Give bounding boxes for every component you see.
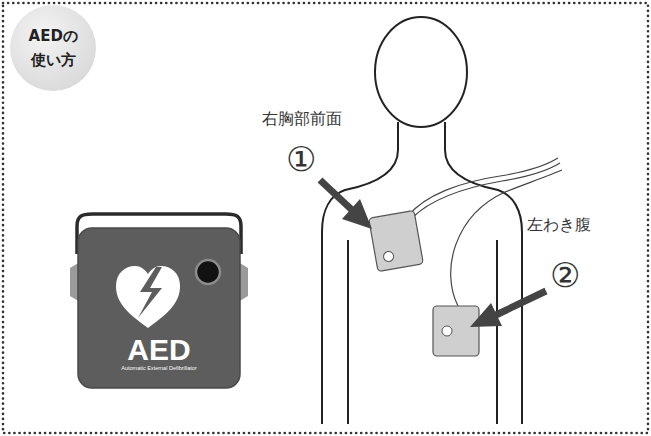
dotted-frame: [3, 3, 648, 433]
device-logo: AED: [127, 334, 190, 366]
head: [375, 17, 467, 127]
aed-device: AEDAutomatic External Defibrillator: [68, 210, 250, 390]
arrow-1-shaft: [320, 180, 352, 210]
title-badge: AEDの 使い方: [10, 5, 96, 91]
callout-number: ①: [286, 142, 316, 176]
wire: [412, 163, 560, 218]
arrow-2-shaft: [496, 291, 546, 315]
badge-title: AEDの 使い方: [22, 24, 84, 72]
wire: [408, 158, 558, 216]
left-arm-line: [347, 240, 349, 424]
pad-2: [433, 306, 479, 356]
wire: [451, 170, 562, 306]
left-body-line: [322, 122, 398, 424]
position-label: 左わき腹: [527, 216, 591, 234]
body-outline: [322, 122, 522, 424]
arrow-2-head: [470, 303, 502, 327]
right-arm-line: [496, 240, 498, 424]
callout-number: ②: [550, 258, 580, 292]
right-body-line: [445, 122, 522, 424]
arrows: [320, 180, 546, 327]
pad-1: [369, 210, 424, 271]
arrow-1-head: [342, 199, 372, 229]
device-subtitle: Automatic External Defibrillator: [121, 365, 197, 372]
position-label: 右胸部前面: [262, 110, 342, 128]
